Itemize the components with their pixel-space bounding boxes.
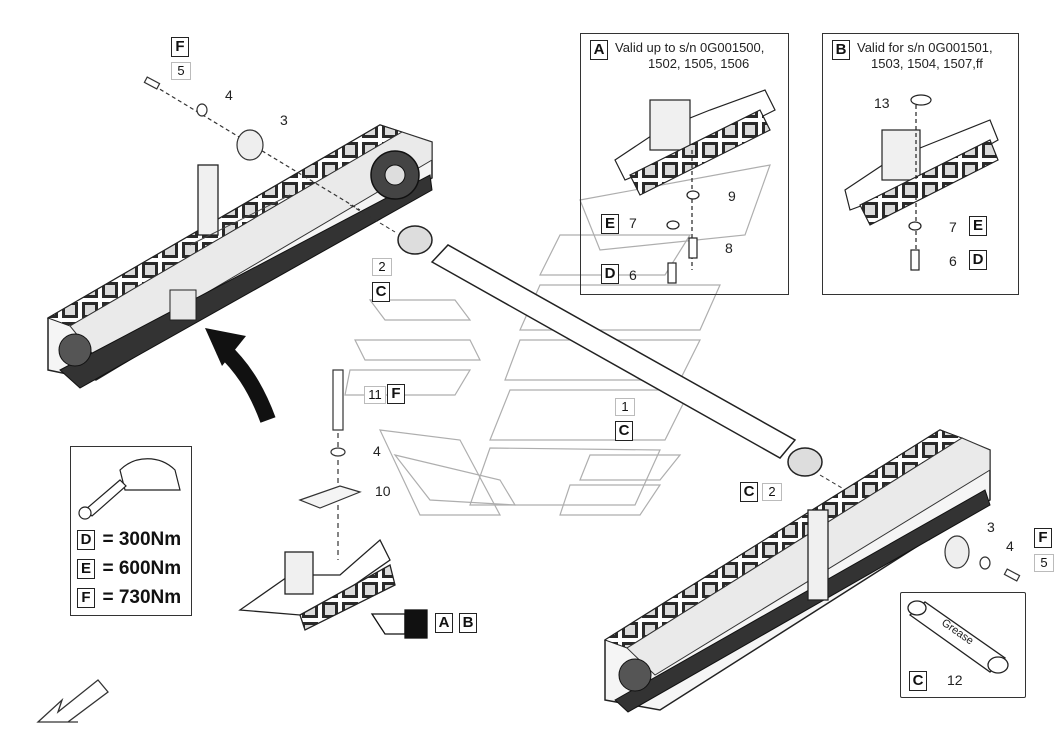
torque-panel: D = 300Nm E = 600Nm F = 730Nm: [70, 446, 192, 616]
grease-item: 12: [947, 672, 963, 688]
fastener-item-number: 5: [171, 62, 191, 80]
torque-code: F: [77, 588, 95, 608]
lower-left-bracket: [238, 538, 396, 631]
grease-panel: Grease C 12: [900, 592, 1026, 698]
right-track-frame: [603, 429, 991, 713]
callout-2-right: 2: [762, 483, 782, 501]
torque-value: = 600Nm: [102, 558, 182, 579]
panel-a-code: A: [590, 40, 608, 60]
panel-b-code-e: E: [969, 216, 987, 236]
left-track-frame: [46, 124, 433, 389]
panel-b-code-d: D: [969, 250, 987, 270]
panel-a-item-7: 7: [629, 215, 637, 231]
torque-value: = 300Nm: [102, 529, 182, 550]
callout-10: 10: [375, 483, 391, 499]
torque-code: D: [77, 530, 95, 550]
callout-1: 1: [615, 398, 635, 416]
panel-a-item-6: 6: [629, 267, 637, 283]
left-fastener-stack: [143, 76, 361, 211]
torque-row: F = 730Nm: [77, 587, 181, 609]
callout-5-right: 5: [1034, 554, 1054, 572]
panel-b-bracket: [844, 94, 999, 271]
panel-b-item-13: 13: [874, 95, 890, 111]
code-box-f: F: [387, 384, 405, 404]
panel-b-item-6: 6: [949, 253, 957, 269]
fastener-code-box: F: [171, 37, 189, 57]
pin-bolt-stack: [298, 369, 362, 560]
panel-a-item-9: 9: [728, 188, 736, 204]
callout-4-mid: 4: [373, 443, 381, 459]
rotation-arrow: [205, 328, 276, 423]
panel-a-line1: Valid up to s/n 0G001500,: [615, 40, 765, 55]
panel-a-item-8: 8: [725, 240, 733, 256]
panel-b-line1: Valid for s/n 0G001501,: [857, 40, 993, 55]
grease-tube-drawing: [907, 600, 1009, 674]
torque-code: E: [77, 559, 95, 579]
panel-a-code-d: D: [601, 264, 619, 284]
panel-a-bracket: [614, 89, 776, 284]
panel-b-item-7: 7: [949, 219, 957, 235]
grease-label: Grease: [939, 616, 976, 648]
code-box-c-mid: C: [615, 421, 633, 441]
panel-b-line2: 1503, 1504, 1507,ff: [871, 56, 983, 71]
grease-code: C: [909, 671, 927, 691]
callout-4-right: 4: [1006, 538, 1014, 554]
pointing-hand-icon: [370, 609, 428, 639]
wrench-hand-icon: [78, 458, 181, 520]
callout-11: 11: [364, 386, 386, 404]
panel-a-code-e: E: [601, 214, 619, 234]
panel-b-code: B: [832, 40, 850, 60]
panel-a: A Valid up to s/n 0G001500, 1502, 1505, …: [580, 33, 789, 295]
watermark-logo: [344, 164, 771, 516]
torque-row: E = 600Nm: [77, 558, 181, 580]
callout-3-right: 3: [987, 519, 995, 535]
panel-a-line2: 1502, 1505, 1506: [648, 56, 750, 71]
callout-3: 3: [280, 112, 288, 128]
code-box-c-right: C: [740, 482, 758, 502]
refer-code-a: A: [435, 613, 453, 633]
torque-row: D = 300Nm: [77, 529, 181, 551]
refer-code-b: B: [459, 613, 477, 633]
orientation-arrow: [36, 679, 109, 723]
right-fastener-stack: [944, 535, 1021, 582]
panel-b: B Valid for s/n 0G001501, 1503, 1504, 15…: [822, 33, 1019, 295]
callout-4: 4: [225, 87, 233, 103]
torque-value: = 730Nm: [102, 587, 182, 608]
code-box-f-right: F: [1034, 528, 1052, 548]
code-box-c: C: [372, 282, 390, 302]
callout-2: 2: [372, 258, 392, 276]
